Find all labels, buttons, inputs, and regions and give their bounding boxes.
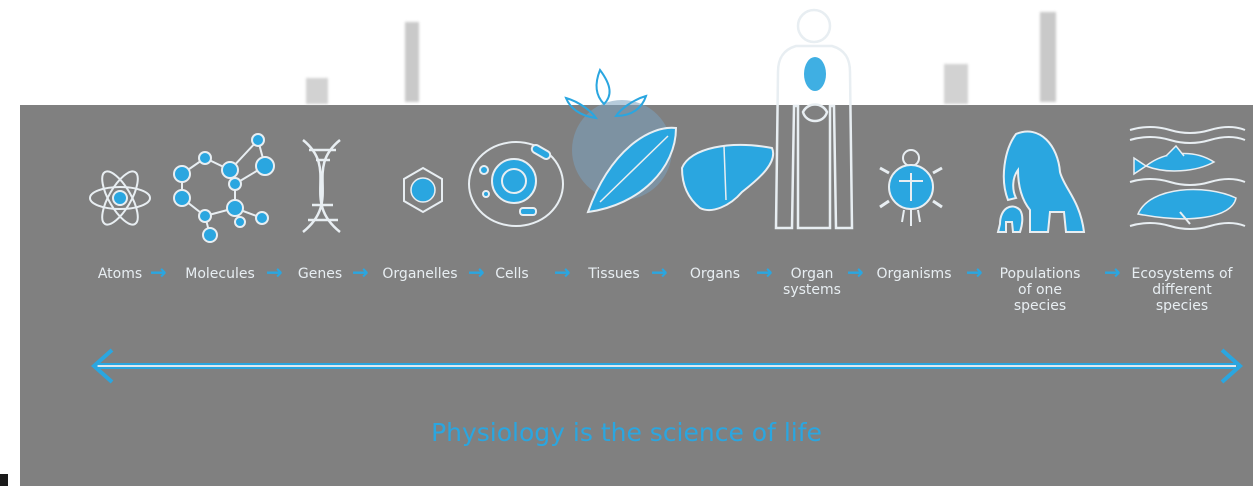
stage-label-organisms: Organisms bbox=[866, 266, 962, 282]
stage-label-ecosystems: Ecosystems of different species bbox=[1130, 266, 1234, 314]
flow-arrow-icon: → bbox=[352, 264, 369, 280]
stage-label-genes: Genes bbox=[290, 266, 350, 282]
tissue-icon bbox=[566, 70, 676, 212]
dna-icon bbox=[303, 140, 340, 232]
flow-arrow-icon: → bbox=[1104, 264, 1121, 280]
turtle-icon bbox=[880, 150, 942, 226]
scale-line bbox=[94, 350, 1240, 382]
molecule-icon bbox=[174, 134, 274, 242]
human-body-icon bbox=[776, 10, 852, 228]
flow-arrow-icon: → bbox=[651, 264, 668, 280]
stage-label-atoms: Atoms bbox=[84, 266, 156, 282]
stage-label-tissues: Tissues bbox=[578, 266, 650, 282]
flow-arrow-icon: → bbox=[468, 264, 485, 280]
organelle-icon bbox=[404, 168, 442, 212]
stage-label-organelles: Organelles bbox=[372, 266, 468, 282]
stage-label-populations: Populations of one species bbox=[992, 266, 1088, 314]
tagline: Physiology is the science of life bbox=[0, 418, 1253, 447]
cell-icon bbox=[469, 142, 563, 226]
stage-label-molecules: Molecules bbox=[172, 266, 268, 282]
flow-arrow-icon: → bbox=[847, 264, 864, 280]
stage-label-organs: Organs bbox=[680, 266, 750, 282]
flow-arrow-icon: → bbox=[266, 264, 283, 280]
atom-icon bbox=[90, 167, 150, 230]
liver-icon bbox=[682, 145, 773, 210]
fish-whale-icon bbox=[1130, 127, 1245, 229]
flow-arrow-icon: → bbox=[554, 264, 571, 280]
elephants-icon bbox=[998, 132, 1084, 232]
flow-arrow-icon: → bbox=[150, 264, 167, 280]
flow-arrow-icon: → bbox=[756, 264, 773, 280]
corner-artifact bbox=[0, 474, 8, 486]
stage-label-cells: Cells bbox=[486, 266, 538, 282]
background-artifact-icon bbox=[306, 12, 1056, 104]
stage-label-organ-systems: Organ systems bbox=[777, 266, 847, 298]
flow-arrow-icon: → bbox=[966, 264, 983, 280]
